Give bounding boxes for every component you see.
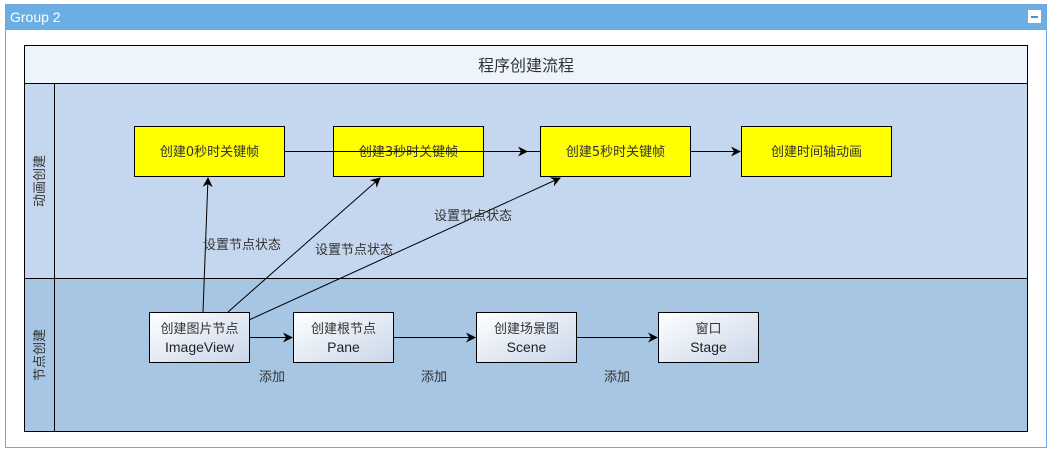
edge-label-add-1: 添加 [259, 370, 285, 385]
keyframe-box-0[interactable]: 创建0秒时关键帧 [134, 126, 285, 177]
node-box-stage[interactable]: 窗口 Stage [658, 312, 759, 363]
node-box-imageview[interactable]: 创建图片节点 ImageView [149, 312, 250, 363]
edge-label-add-3: 添加 [604, 370, 630, 385]
keyframe-label: 创建0秒时关键帧 [160, 145, 259, 160]
edge-imageview-kf0 [202, 177, 213, 313]
lane-animation [24, 83, 1028, 279]
lane-nodes-label: 节点创建 [33, 329, 48, 381]
node-type: Pane [327, 339, 360, 355]
pool-title-band [24, 45, 1028, 84]
edge-label-add-2: 添加 [421, 370, 447, 385]
edge-label-set-state-1: 设置节点状态 [203, 238, 281, 253]
group-header: Group 2 [6, 5, 1046, 30]
node-title: 创建根节点 [311, 322, 376, 337]
lane-nodes-header [24, 278, 55, 432]
edge-imageview-kf1 [227, 177, 381, 313]
minus-icon [1031, 16, 1038, 18]
pool-title: 程序创建流程 [478, 56, 574, 75]
lane-animation-label: 动画创建 [33, 155, 48, 207]
lane-animation-header [24, 83, 55, 279]
keyframe-box-3[interactable]: 创建时间轴动画 [741, 126, 892, 177]
edge-imageview-kf2 [248, 177, 561, 321]
node-box-scene[interactable]: 创建场景图 Scene [476, 312, 577, 363]
node-title: 窗口 [695, 321, 721, 337]
keyframe-label: 创建时间轴动画 [771, 145, 862, 160]
node-type: Stage [690, 339, 727, 355]
edge-label-set-state-3: 设置节点状态 [434, 209, 512, 224]
collapse-button[interactable] [1028, 10, 1041, 23]
node-title: 创建场景图 [494, 322, 559, 337]
keyframe-label: 创建5秒时关键帧 [566, 145, 665, 160]
node-type: ImageView [165, 339, 235, 355]
keyframe-label: 创建3秒时关键帧 [359, 145, 458, 160]
node-box-pane[interactable]: 创建根节点 Pane [293, 312, 394, 363]
node-title: 创建图片节点 [160, 322, 238, 337]
node-type: Scene [507, 339, 547, 355]
group-title: Group 2 [10, 9, 61, 25]
edge-label-set-state-2: 设置节点状态 [315, 243, 393, 258]
keyframe-box-2[interactable]: 创建5秒时关键帧 [540, 126, 691, 177]
